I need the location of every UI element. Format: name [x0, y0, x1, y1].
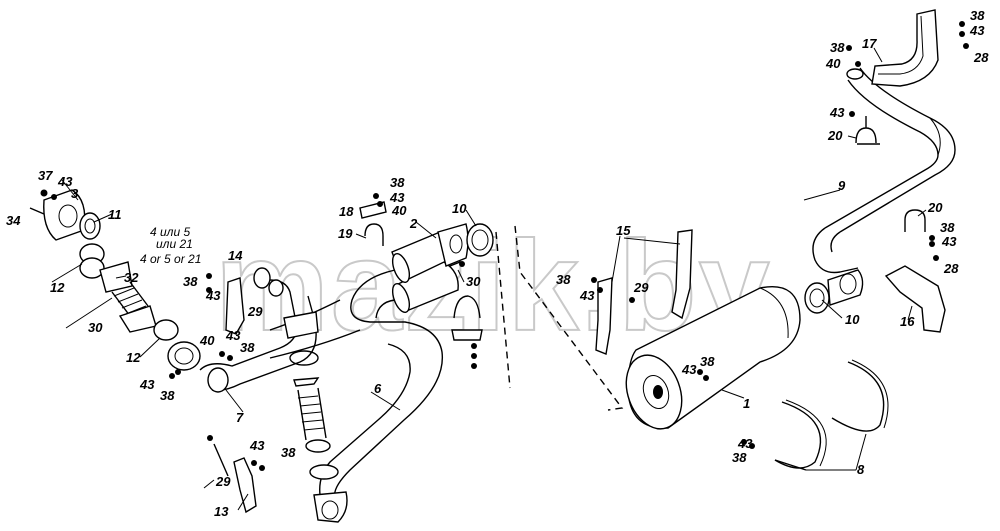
flex-30-center [289, 350, 339, 480]
ring-12-lower [153, 319, 179, 341]
pipe-7 [167, 279, 319, 393]
callout-29: 29 [247, 304, 263, 319]
brackets-15 [595, 229, 693, 355]
callout-29: 29 [633, 280, 649, 295]
gasket-11 [79, 212, 101, 240]
callout-20: 20 [927, 200, 943, 215]
callout-43: 43 [579, 288, 595, 303]
callout-34: 34 [6, 213, 21, 228]
callout-12: 12 [126, 350, 141, 365]
callout-1: 1 [743, 396, 750, 411]
callout-43: 43 [829, 105, 845, 120]
callout-38: 38 [940, 220, 955, 235]
callout-43: 43 [205, 288, 221, 303]
callout-17: 17 [862, 36, 877, 51]
callout-8: 8 [857, 462, 865, 477]
callout-43: 43 [249, 438, 265, 453]
callout-9: 9 [838, 178, 846, 193]
callout-13: 13 [214, 504, 229, 519]
note-ru-2: или 21 [156, 237, 193, 251]
bracket-13 [213, 443, 257, 514]
flange-10-center [466, 223, 494, 257]
callout-7: 7 [236, 410, 244, 425]
flange-10-right [804, 269, 864, 314]
callout-10: 10 [845, 312, 860, 327]
callout-38: 38 [183, 274, 198, 289]
u-bolt-20-right [904, 209, 926, 232]
flex-30-left [99, 261, 157, 333]
callout-32: 32 [124, 270, 139, 285]
u-bolt-20-top [855, 116, 880, 145]
fasteners [29, 21, 969, 471]
callout-38: 38 [970, 8, 985, 23]
callout-43: 43 [139, 377, 155, 392]
callout-30: 30 [88, 320, 103, 335]
callout-2: 2 [409, 216, 418, 231]
callout-28: 28 [943, 261, 959, 276]
callout-3: 3 [71, 186, 79, 201]
bracket-16 [884, 265, 946, 333]
callout-11: 11 [108, 207, 122, 222]
callout-38: 38 [281, 445, 296, 460]
callout-6: 6 [374, 381, 382, 396]
callout-labels: 37 43 3 34 11 12 32 30 12 43 38 4 или 5 … [6, 8, 989, 519]
tailpipe-9 [812, 67, 956, 274]
bracket-17 [871, 9, 939, 87]
note-en: 4 or 5 or 21 [140, 252, 201, 266]
callout-leaders [51, 47, 927, 511]
callout-12: 12 [50, 280, 65, 295]
callout-38: 38 [160, 388, 175, 403]
callout-43: 43 [737, 436, 753, 451]
callout-38: 38 [700, 354, 715, 369]
callout-29: 29 [215, 474, 231, 489]
callout-40: 40 [391, 203, 407, 218]
callout-38: 38 [390, 175, 405, 190]
callout-43: 43 [969, 23, 985, 38]
callout-38: 38 [732, 450, 747, 465]
callout-38: 38 [556, 272, 571, 287]
callout-43: 43 [57, 174, 73, 189]
callout-20: 20 [827, 128, 843, 143]
bracket-30-center [451, 295, 483, 341]
note-ru: 4 или 5 [150, 225, 190, 239]
rings-12-left [79, 243, 105, 279]
callout-30: 30 [466, 274, 481, 289]
callout-43: 43 [941, 234, 957, 249]
straps-8 [774, 359, 889, 471]
callout-19: 19 [338, 226, 353, 241]
flange-3 [43, 189, 86, 241]
callout-18: 18 [339, 204, 354, 219]
callout-37: 37 [38, 168, 53, 183]
callout-38: 38 [240, 340, 255, 355]
gasket-pipe-left [253, 267, 284, 297]
callout-40: 40 [199, 333, 215, 348]
callout-28: 28 [973, 50, 989, 65]
muffler-1 [625, 286, 801, 430]
callout-43: 43 [389, 190, 405, 205]
callout-38: 38 [830, 40, 845, 55]
callout-43: 43 [681, 362, 697, 377]
callout-40: 40 [825, 56, 841, 71]
bracket-14 [225, 277, 245, 335]
callout-15: 15 [616, 223, 631, 238]
callout-10: 10 [452, 201, 467, 216]
callout-16: 16 [900, 314, 915, 329]
callout-43: 43 [225, 328, 241, 343]
callout-14: 14 [228, 248, 243, 263]
